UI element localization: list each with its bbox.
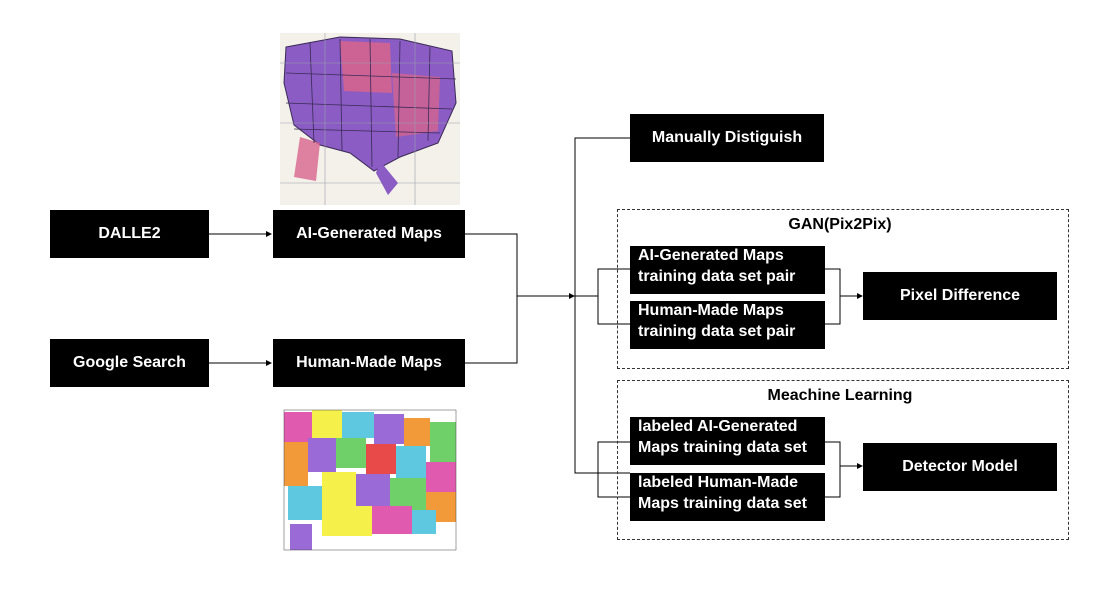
ml-title: Meachine Learning [767,387,913,404]
branch-line [574,137,630,474]
pixel-difference-box: Pixel Difference [863,272,1057,320]
gan-left-bracket [597,268,630,325]
human-made-map-thumbnail [280,406,460,556]
ml-human-set-box: labeled Human-Made Maps training data se… [630,473,825,521]
manually-distinguish-box: Manually Distiguish [630,114,824,162]
manually-distinguish-label: Manually Distiguish [651,128,803,146]
google-search-box: Google Search [50,339,209,387]
dalle2-box: DALLE2 [50,210,209,258]
detector-model-label: Detector Model [902,457,1018,475]
gan-ai-pair-box: AI-Generated Maps training data set pair [630,246,825,294]
ml-ai-set-line1: labeled AI-Generated [638,418,798,435]
dalle2-label: DALLE2 [98,224,161,242]
detector-model-box: Detector Model [863,443,1057,491]
ml-ai-set-box: labeled AI-Generated Maps training data … [630,417,825,465]
ai-generated-maps-label: AI-Generated Maps [296,224,442,242]
human-made-maps-label: Human-Made Maps [296,353,442,371]
gan-ai-pair-line1: AI-Generated Maps [638,247,784,264]
ml-human-set-line1: labeled Human-Made [638,474,799,491]
gan-human-pair-line1: Human-Made Maps [638,302,784,319]
ml-right-bracket [825,441,841,498]
merge-line [465,233,518,364]
gan-group [617,209,1069,369]
ml-left-bracket [597,441,630,498]
google-search-label: Google Search [73,353,186,371]
ml-ai-set-line2: Maps training data set [638,438,807,456]
ml-group [617,380,1069,540]
pixel-difference-label: Pixel Difference [899,286,1021,304]
ml-human-set-line2: Maps training data set [638,494,807,512]
gan-title: GAN(Pix2Pix) [788,216,892,233]
gan-human-pair-line2: training data set pair [638,322,796,340]
human-made-maps-box: Human-Made Maps [273,339,465,387]
gan-ai-pair-line2: training data set pair [638,267,796,285]
ai-generated-maps-box: AI-Generated Maps [273,210,465,258]
ai-generated-map-thumbnail [280,33,460,205]
gan-human-pair-box: Human-Made Maps training data set pair [630,301,825,349]
